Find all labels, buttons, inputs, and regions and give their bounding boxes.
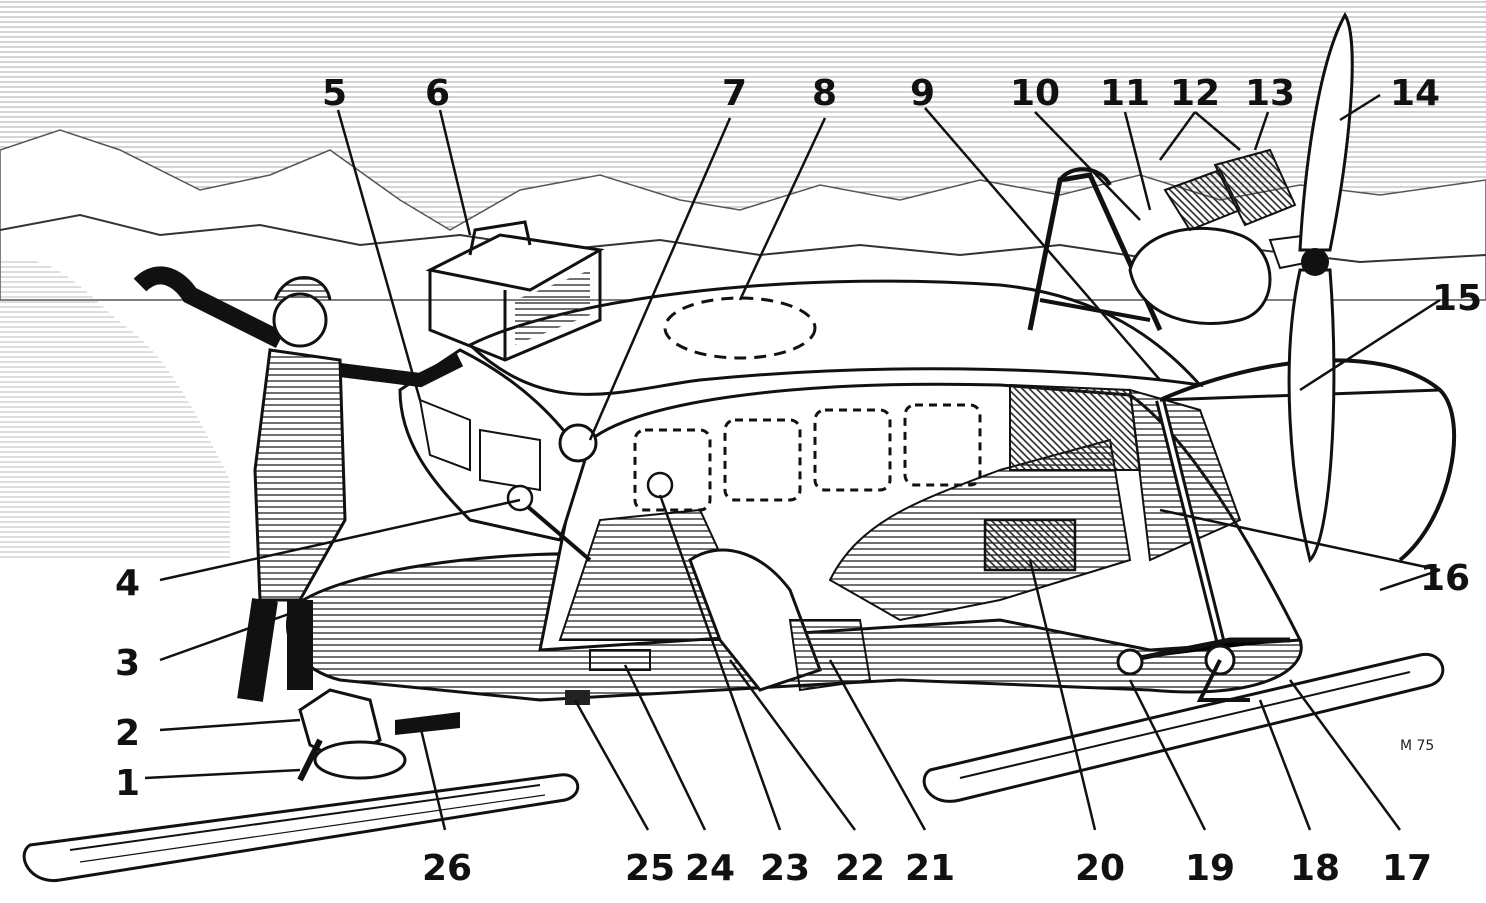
hull <box>285 279 1303 705</box>
label-12: 12 <box>1170 73 1220 114</box>
rear-ski <box>922 652 1445 803</box>
label-numbers: 1 2 3 4 5 6 7 8 9 10 11 12 13 14 15 16 1… <box>115 73 1482 889</box>
label-2: 2 <box>115 713 140 754</box>
label-21: 21 <box>905 848 955 889</box>
background-landscape <box>0 0 1486 560</box>
label-10: 10 <box>1010 73 1060 114</box>
label-24: 24 <box>685 848 735 889</box>
artist-signature: M 75 <box>1400 738 1434 754</box>
rear-suspension <box>1116 358 1457 702</box>
label-16: 16 <box>1420 558 1470 599</box>
label-22: 22 <box>835 848 885 889</box>
label-19: 19 <box>1185 848 1235 889</box>
label-6: 6 <box>425 73 450 114</box>
label-4: 4 <box>115 563 140 604</box>
label-7: 7 <box>722 73 747 114</box>
engine-assembly <box>1027 11 1354 563</box>
label-8: 8 <box>812 73 837 114</box>
label-3: 3 <box>115 643 140 684</box>
label-11: 11 <box>1100 73 1150 114</box>
front-ski-pivot <box>297 688 460 782</box>
label-17: 17 <box>1382 848 1432 889</box>
label-25: 25 <box>625 848 675 889</box>
battery-box <box>425 220 605 362</box>
driver-figure <box>133 266 464 702</box>
label-14: 14 <box>1390 73 1440 114</box>
front-ski <box>22 773 580 883</box>
label-1: 1 <box>115 763 140 804</box>
label-13: 13 <box>1245 73 1295 114</box>
label-18: 18 <box>1290 848 1340 889</box>
label-5: 5 <box>322 73 347 114</box>
label-20: 20 <box>1075 848 1125 889</box>
label-15: 15 <box>1432 278 1482 319</box>
label-26: 26 <box>422 848 472 889</box>
label-23: 23 <box>760 848 810 889</box>
label-9: 9 <box>910 73 935 114</box>
leader-lines <box>144 93 1441 831</box>
